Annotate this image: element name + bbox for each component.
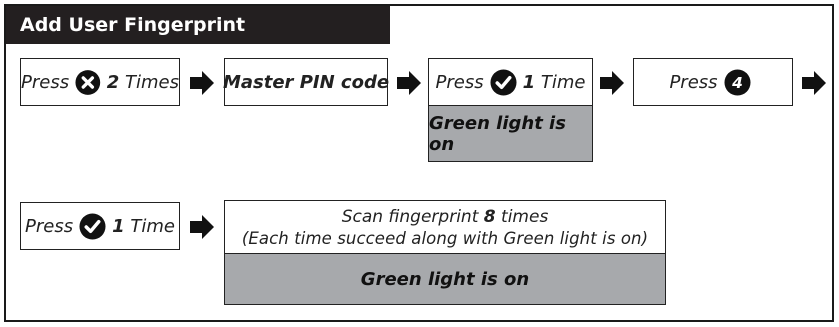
number-4-circle-icon: 4 (724, 68, 751, 96)
step-count: 1 (522, 71, 536, 93)
step-prefix: Press (25, 215, 74, 237)
step-master-pin: Master PIN code (222, 58, 390, 106)
scan-note: (Each time succeed along with Green ligh… (241, 228, 649, 248)
arrow-right-icon (190, 71, 214, 95)
step-label: Master PIN code (222, 71, 390, 93)
step-suffix: Time (540, 71, 586, 93)
step-prefix: Press (21, 71, 70, 93)
scan-suffix: times (501, 206, 549, 227)
arrow-right-icon (802, 71, 826, 95)
arrow-right-icon (600, 71, 624, 95)
x-circle-icon (75, 69, 101, 95)
step-count: 1 (112, 215, 125, 237)
check-circle-icon (79, 212, 106, 240)
step-prefix: Press (669, 71, 718, 93)
step-scan-fingerprint: Scan fingerprint 8 times (Each time succ… (224, 200, 666, 254)
status-green-light: Green light is on (428, 105, 593, 162)
step-press-check-once: Press 1 Time (428, 58, 593, 106)
step-press-x-twice: Press 2 Times (20, 58, 180, 106)
step-suffix: Times (125, 71, 179, 93)
status-green-light: Green light is on (224, 253, 666, 305)
scan-prefix: Scan fingerprint (341, 206, 479, 227)
check-circle-icon (490, 68, 517, 96)
step-count: 2 (106, 71, 120, 93)
key-number: 4 (731, 73, 743, 91)
scan-instruction: Scan fingerprint 8 times (342, 207, 549, 227)
arrow-right-icon (190, 215, 214, 239)
panel-title: Add User Fingerprint (6, 6, 390, 44)
arrow-right-icon (397, 71, 421, 95)
step-prefix: Press (435, 71, 484, 93)
step-press-4: Press 4 (633, 58, 793, 106)
instruction-panel: Add User Fingerprint (4, 4, 834, 322)
scan-count: 8 (483, 206, 496, 227)
step-suffix: Time (130, 215, 175, 237)
step-press-check-once-2: Press 1 Time (20, 202, 180, 250)
